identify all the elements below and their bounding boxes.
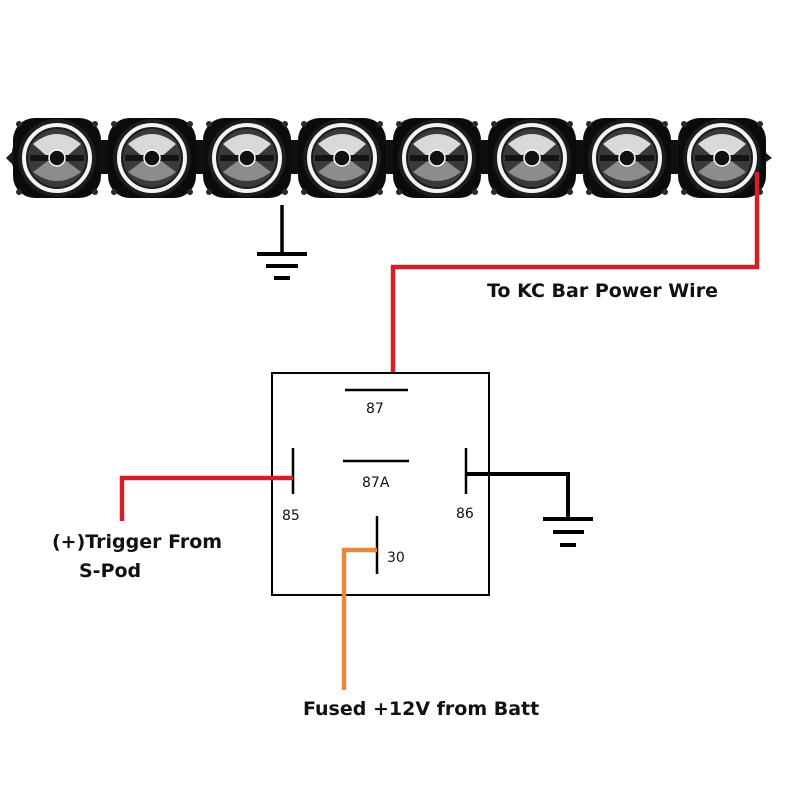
kc-logo-icon [333, 149, 351, 167]
halo-ring [402, 123, 472, 193]
light-pods [13, 118, 766, 198]
light-pod [393, 118, 481, 198]
kc-logo-icon [523, 149, 541, 167]
relay-pin-86-label: 86 [456, 506, 474, 522]
kc-logo-icon [143, 149, 161, 167]
halo-ring [22, 123, 92, 193]
relay-pin-87a-label: 87A [362, 475, 390, 491]
light-pod [108, 118, 196, 198]
relay-body [271, 372, 490, 596]
relay-pin-85-label: 85 [282, 508, 300, 524]
kc-logo-icon [428, 149, 446, 167]
light-pod [678, 118, 766, 198]
light-pod [298, 118, 386, 198]
light-bar-left-end-cap [6, 150, 14, 166]
light-bar-ground [257, 205, 307, 280]
trigger-label-line2: S-Pod [79, 560, 141, 582]
light-pod [583, 118, 671, 198]
ground-symbol-icon [257, 252, 307, 280]
trigger-label-line1: (+)Trigger From [52, 531, 222, 553]
kc-logo-icon [238, 149, 256, 167]
kc-bar-power-wire-label: To KC Bar Power Wire [487, 280, 718, 302]
halo-ring [497, 123, 567, 193]
kc-bar-power-wire [390, 172, 760, 390]
halo-ring [117, 123, 187, 193]
halo-ring [687, 123, 757, 193]
battery-wire [341, 547, 377, 690]
relay-pin-30-label: 30 [387, 550, 405, 566]
trigger-wire [119, 475, 293, 521]
light-pod [488, 118, 576, 198]
relay: 87 87A 85 86 30 [271, 372, 490, 596]
kc-logo-icon [713, 149, 731, 167]
halo-ring [307, 123, 377, 193]
relay-ground-wire [466, 472, 570, 519]
light-pod [203, 118, 291, 198]
kc-logo-icon [48, 149, 66, 167]
kc-light-bar [6, 118, 772, 198]
halo-ring [592, 123, 662, 193]
halo-ring [212, 123, 282, 193]
light-pod [13, 118, 101, 198]
relay-pin-87-label: 87 [366, 401, 384, 417]
battery-label: Fused +12V from Batt [303, 698, 539, 720]
relay-ground-symbol-icon [543, 517, 593, 547]
kc-logo-icon [618, 149, 636, 167]
